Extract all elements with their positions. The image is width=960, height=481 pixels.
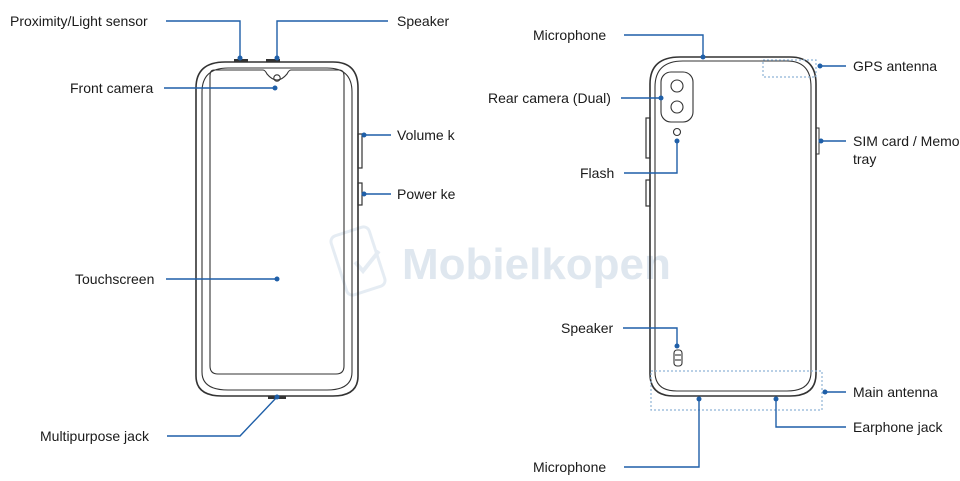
label-power-key: Power ke [397,186,456,202]
label-sim-tray-line2: tray [853,151,876,167]
label-microphone-bottom: Microphone [533,459,606,475]
label-sim-tray-line1: SIM card / Memo [853,133,960,149]
rear-speaker-grille [673,349,683,367]
front-callouts: Proximity/Light sensor Speaker Front cam… [10,13,456,444]
label-earphone-jack: Earphone jack [853,419,944,435]
front-phone-drawing [195,59,363,399]
label-front-camera: Front camera [70,80,153,96]
label-proximity-light-sensor: Proximity/Light sensor [10,13,148,29]
back-callouts: Microphone GPS antenna Rear camera (Dual… [488,27,960,475]
watermark: Mobielkopen [329,225,671,297]
watermark-text: Mobielkopen [402,240,671,289]
label-microphone-top: Microphone [533,27,606,43]
label-multipurpose-jack: Multipurpose jack [40,428,150,444]
label-gps-antenna: GPS antenna [853,58,937,74]
label-volume-key: Volume k [397,127,456,143]
label-touchscreen: Touchscreen [75,271,154,287]
label-flash: Flash [580,165,614,181]
label-rear-speaker: Speaker [561,320,613,336]
label-main-antenna: Main antenna [853,384,938,400]
label-rear-camera: Rear camera (Dual) [488,90,611,106]
back-phone-drawing [645,56,823,411]
label-front-speaker: Speaker [397,13,449,29]
